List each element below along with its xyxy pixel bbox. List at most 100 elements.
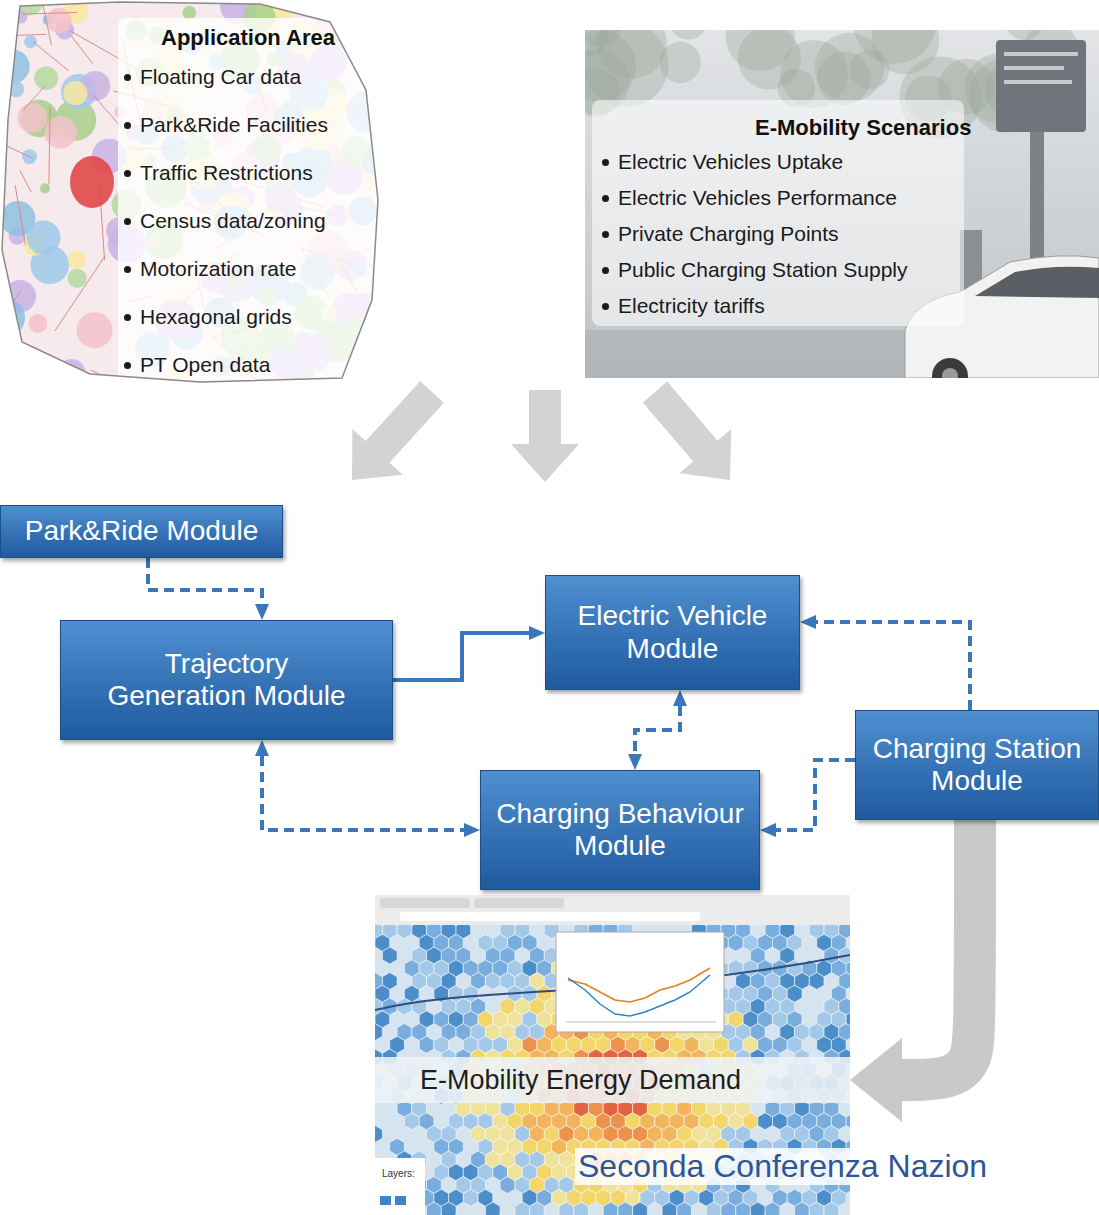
illustration-g: [0, 0, 425, 445]
illustration-polygon: [500, 1177, 515, 1194]
bullet-item: Motorization rate: [122, 245, 374, 293]
illustration-line: [33, 42, 69, 71]
illustration-circle: [726, 30, 795, 71]
illustration-circle: [669, 30, 707, 40]
flow-connector: [776, 760, 855, 830]
illustration-polygon: [706, 1202, 721, 1215]
illustration-polygon: [758, 1113, 773, 1130]
illustration-line: [0, 290, 21, 322]
illustration-circle: [40, 183, 50, 193]
illustration-line: [566, 1022, 716, 1023]
illustration-polyline: [568, 975, 710, 1016]
module-label: Park&Ride Module: [25, 515, 258, 547]
panel-heading: Application Area: [122, 23, 374, 53]
illustration-rect: [400, 912, 700, 921]
flow-connector: [262, 756, 464, 830]
illustration-circle: [0, 39, 12, 62]
illustration-polygon: [375, 1024, 382, 1041]
illustration-polygon: [2, 2, 378, 382]
bullet-item: Electric Vehicles Performance: [600, 180, 1089, 216]
illustration-line: [49, 106, 50, 184]
illustration-polygon: [397, 998, 412, 1015]
illustration-circle: [347, 0, 381, 27]
illustration-polygon: [750, 1202, 765, 1215]
process-box: Park&Ride Module: [0, 505, 283, 558]
label-box: Layers:: [379, 1163, 418, 1181]
illustration-rect: [375, 895, 850, 925]
flow-connector: [393, 633, 529, 680]
process-box: Electric Vehicle Module: [545, 575, 800, 690]
illustration-line: [15, 185, 25, 244]
bullet-item: Electricity tariffs: [600, 288, 1089, 324]
illustration-circle: [335, 10, 357, 32]
bullet-item: Private Charging Points: [600, 216, 1089, 252]
illustration-circle: [34, 66, 58, 90]
illustration-polygon: [574, 1202, 589, 1215]
area-map: [0, 0, 425, 445]
illustration-circle: [24, 35, 37, 48]
illustration-rect: [556, 932, 724, 1032]
label-box: Seconda Conferenza Nazion: [575, 1148, 990, 1185]
illustration-circle: [67, 269, 86, 288]
illustration-line: [48, 353, 76, 389]
illustration-circle: [46, 8, 71, 33]
process-box: Charging Station Module: [855, 710, 1099, 820]
illustration-polygon: [633, 1202, 648, 1215]
illustration-rect: [996, 40, 1086, 132]
illustration-rect: [1004, 66, 1064, 70]
illustration-polygon: [824, 1202, 839, 1215]
module-label: Charging Station Module: [867, 733, 1087, 797]
process-box: Trajectory Generation Module: [60, 620, 393, 740]
illustration-polygon: [375, 1126, 382, 1143]
illustration-line: [369, 59, 372, 80]
bullet-item: PT Open data: [122, 341, 374, 389]
illustration-polygon: [530, 1202, 545, 1215]
illustration-circle: [363, 70, 393, 100]
illustration-line: [0, 127, 34, 158]
illustration-rect: [375, 1057, 850, 1103]
process-box: Charging Behaviour Module: [480, 770, 760, 890]
bullet-item: Public Charging Station Supply: [600, 252, 1089, 288]
illustration-line: [0, 34, 46, 37]
illustration-polygon: [441, 1202, 456, 1215]
illustration-circle: [355, 20, 371, 36]
flow-connector: [635, 706, 680, 754]
illustration-circle: [57, 359, 85, 387]
illustration-g: [585, 30, 1099, 378]
illustration-rect: [474, 898, 564, 908]
illustration-circle: [357, 16, 369, 28]
illustration-polygon: [352, 381, 444, 480]
illustration-circle: [14, 11, 27, 24]
illustration-circle: [28, 314, 47, 333]
illustration-polygon: [382, 947, 397, 964]
illustration-rect: [380, 1196, 391, 1205]
illustration-polygon: [677, 1202, 692, 1215]
illustration-rect: [375, 1158, 425, 1215]
illustration-path: [975, 267, 1099, 298]
illustration-circle: [63, 81, 87, 105]
illustration-polygon: [643, 382, 731, 480]
illustration-polygon: [662, 1202, 677, 1215]
illustration-polygon: [721, 1202, 736, 1215]
illustration-polygon: [809, 973, 824, 990]
illustration-line: [21, 12, 76, 14]
panel-heading: E-Mobility Scenarios: [600, 112, 1089, 144]
illustration-circle: [871, 30, 939, 74]
illustration-circle: [942, 368, 958, 378]
illustration-polyline: [568, 968, 710, 1002]
illustration-line: [71, 36, 92, 64]
illustration-polygon: [736, 1202, 751, 1215]
module-label: Electric Vehicle Module: [557, 600, 788, 664]
illustration-rect: [380, 898, 470, 908]
illustration-polygon: [765, 1202, 780, 1215]
bullet-item: Census data/zoning: [122, 197, 374, 245]
bullet-item: Traffic Restrictions: [122, 149, 374, 197]
illustration-polygon: [397, 925, 412, 939]
illustration-circle: [4, 317, 18, 331]
illustration-polygon: [427, 1202, 442, 1215]
illustration-rect: [118, 18, 383, 386]
illustration-circle: [362, 64, 393, 95]
scenario-photo: [564, 0, 1099, 394]
